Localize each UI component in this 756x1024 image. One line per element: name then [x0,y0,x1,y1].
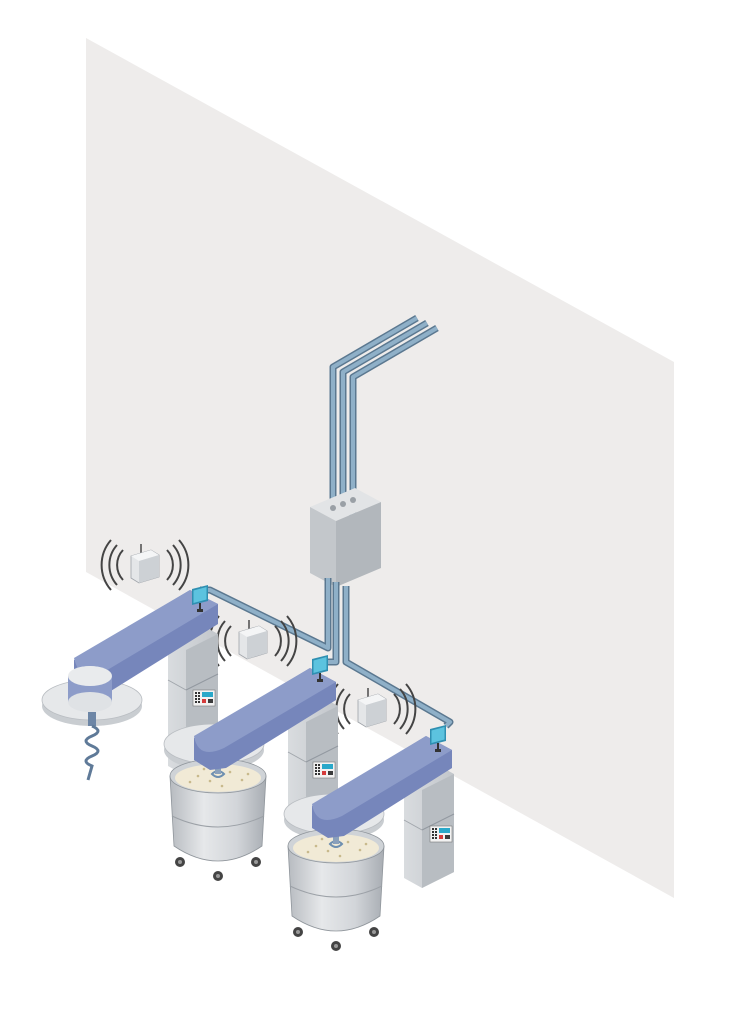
mixer-machine-3 [283,724,455,952]
control-panel-icon [429,825,453,843]
mixer-machine-1 [41,584,219,781]
mixing-tub [169,755,267,882]
mixing-tub [287,825,385,952]
control-panel-icon [312,761,336,779]
conduit-pipes [329,314,439,518]
junction-box [310,488,381,587]
factory-wall [86,38,674,898]
mixing-hook-icon [84,712,100,781]
control-panel-icon [192,689,216,707]
